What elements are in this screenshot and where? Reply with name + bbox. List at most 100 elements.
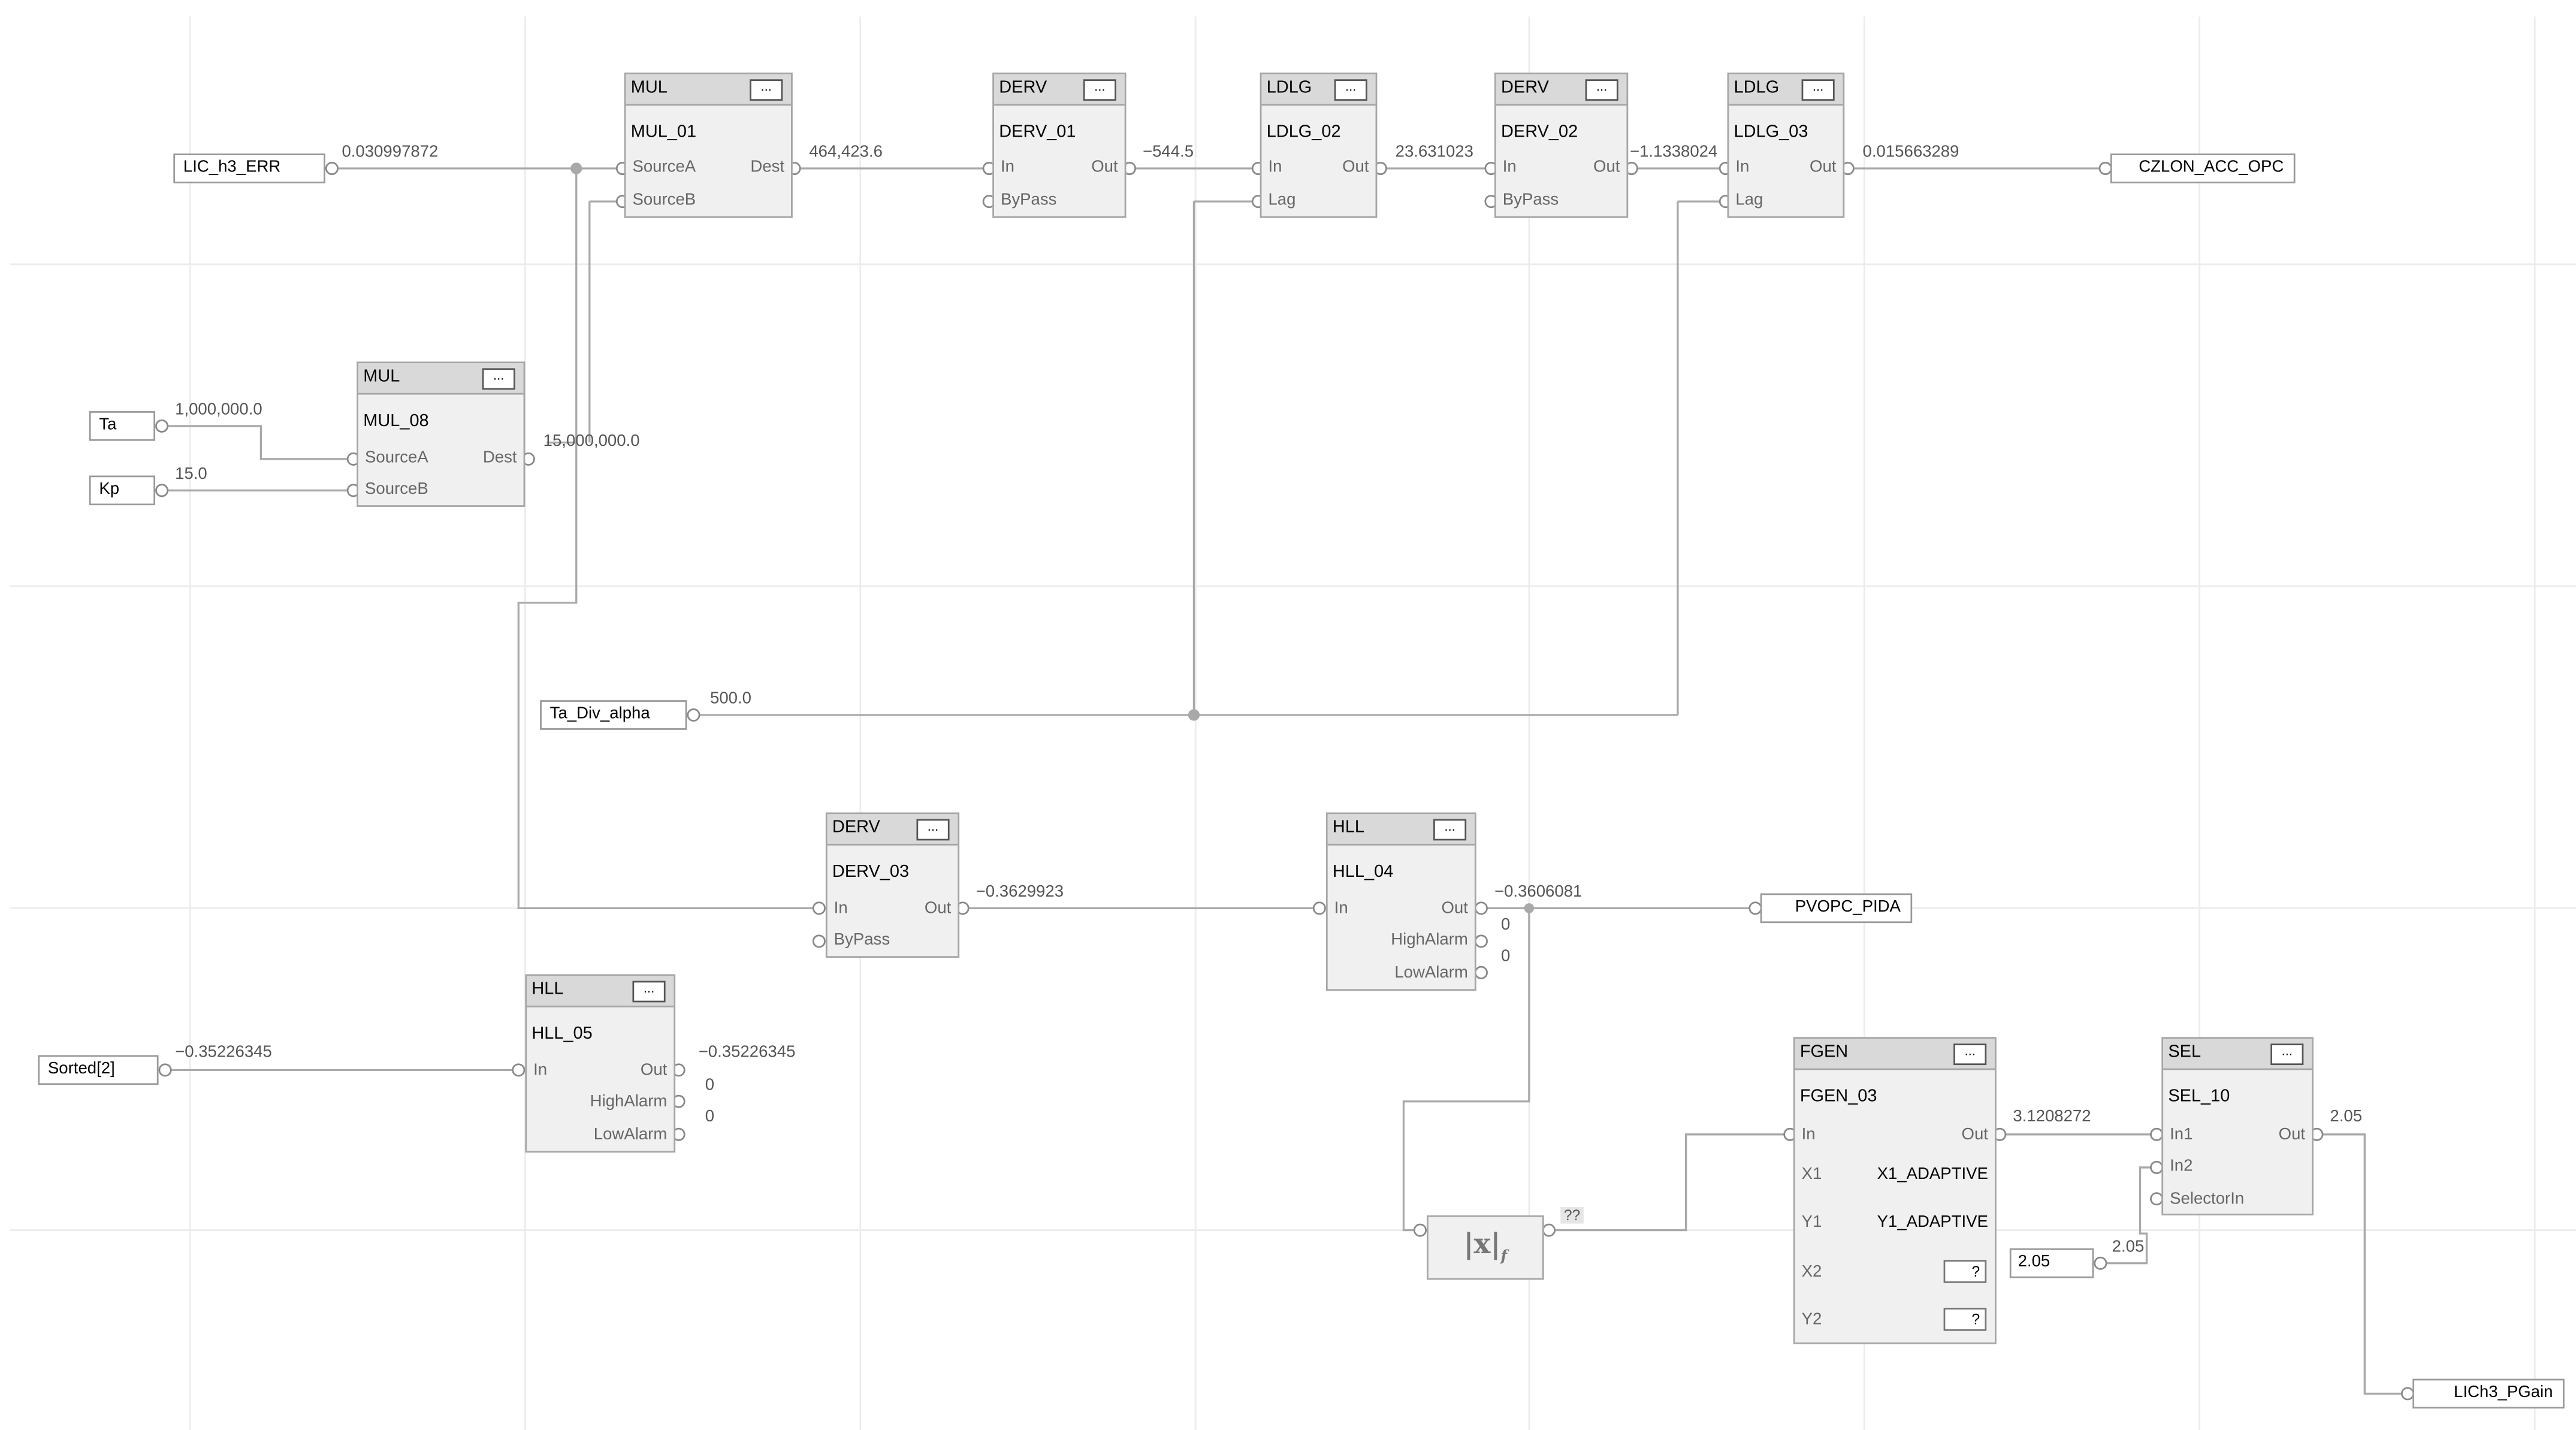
block-derv-02[interactable]: DERV ... DERV_02 In ByPass Out <box>1494 73 1629 218</box>
pin-out[interactable]: Out <box>1593 158 1620 177</box>
block-menu-button[interactable]: ... <box>2270 1043 2304 1066</box>
block-name: DERV_01 <box>999 122 1076 142</box>
pin-bypass[interactable]: ByPass <box>1001 191 1057 210</box>
tag-lich3-pgain[interactable]: LICh3_PGain <box>2412 1378 2565 1409</box>
pin-selector-in[interactable]: SelectorIn <box>2170 1190 2245 1209</box>
value-ta: 1,000,000.0 <box>175 401 262 420</box>
pin-out[interactable]: Out <box>1961 1126 1988 1145</box>
tag-sorted-2[interactable]: Sorted[2] <box>38 1055 159 1085</box>
pin-out[interactable]: Out <box>924 900 952 918</box>
block-derv-01[interactable]: DERV ... DERV_01 In ByPass Out <box>992 73 1127 218</box>
tag-czlon-acc-opc[interactable]: CZLON_ACC_OPC <box>2110 153 2296 183</box>
block-menu-button[interactable]: ... <box>1334 79 1367 101</box>
block-menu-button[interactable]: ... <box>1433 819 1467 841</box>
block-name: DERV_02 <box>1501 122 1578 142</box>
param-value-x1[interactable]: X1_ADAPTIVE <box>1877 1166 1988 1184</box>
param-value-y2[interactable]: ? <box>1943 1308 1987 1331</box>
pin-dest[interactable]: Dest <box>482 449 517 467</box>
pin-dest[interactable]: Dest <box>750 158 785 177</box>
pin-out[interactable]: Out <box>640 1061 668 1080</box>
abs-subscript: f <box>1500 1249 1508 1266</box>
pin-in[interactable]: In <box>1502 158 1517 177</box>
wires <box>162 162 2408 1395</box>
block-hll-04[interactable]: HLL ... HLL_04 In Out HighAlarm LowAlarm <box>1325 812 1476 991</box>
grid <box>10 16 2576 1430</box>
block-name: DERV_03 <box>832 862 910 882</box>
block-menu-button[interactable]: ... <box>750 79 783 101</box>
pin-bypass[interactable]: ByPass <box>833 931 890 950</box>
pin-in[interactable]: In <box>1268 158 1282 177</box>
block-menu-button[interactable]: ... <box>482 368 515 390</box>
pin-in[interactable]: In <box>1735 158 1750 177</box>
block-name: LDLG_03 <box>1734 122 1808 142</box>
param-label-x2: X2 <box>1801 1263 1822 1282</box>
pin-lag[interactable]: Lag <box>1735 191 1763 210</box>
block-type: DERV <box>1501 77 1549 98</box>
block-type: MUL <box>363 366 400 387</box>
pin-out[interactable]: Out <box>1091 158 1118 177</box>
block-abs-function[interactable]: |x|f <box>1427 1215 1544 1280</box>
block-header: LDLG ... <box>1261 74 1376 106</box>
block-header: MUL ... <box>358 363 524 395</box>
tag-lic-h3-err[interactable]: LIC_h3_ERR <box>173 153 325 183</box>
block-header: FGEN ... <box>1795 1039 1995 1070</box>
pin-high-alarm[interactable]: HighAlarm <box>1391 931 1468 950</box>
block-type: HLL <box>531 979 564 999</box>
block-menu-button[interactable]: ... <box>632 981 666 1003</box>
pin-in1[interactable]: In1 <box>2170 1126 2193 1145</box>
block-ldlg-02[interactable]: LDLG ... LDLG_02 In Lag Out <box>1260 73 1378 218</box>
pin-out[interactable]: Out <box>2278 1126 2306 1145</box>
pin-low-alarm[interactable]: LowAlarm <box>593 1126 668 1145</box>
tag-ta[interactable]: Ta <box>89 411 156 441</box>
pin-in[interactable]: In <box>533 1061 548 1080</box>
pin-source-b[interactable]: SourceB <box>632 191 696 210</box>
block-ldlg-03[interactable]: LDLG ... LDLG_03 In Lag Out <box>1727 73 1845 218</box>
block-derv-03[interactable]: DERV ... DERV_03 In ByPass Out <box>825 812 960 958</box>
pin-in[interactable]: In <box>1334 900 1348 918</box>
block-header: DERV ... <box>827 814 958 846</box>
block-menu-button[interactable]: ... <box>916 819 950 841</box>
block-menu-button[interactable]: ... <box>1585 79 1618 101</box>
block-name: HLL_04 <box>1332 862 1394 882</box>
block-mul-01[interactable]: MUL ... MUL_01 SourceA SourceB Dest <box>624 73 793 218</box>
tag-ta-div-alpha[interactable]: Ta_Div_alpha <box>540 700 687 730</box>
pin-source-a[interactable]: SourceA <box>632 158 696 177</box>
constant-2-05[interactable]: 2.05 <box>2009 1248 2094 1278</box>
value-ldlg-03-out: 0.015663289 <box>1862 143 1959 162</box>
param-label-x1: X1 <box>1801 1166 1822 1184</box>
pin-in2[interactable]: In2 <box>2170 1157 2193 1176</box>
block-name: LDLG_02 <box>1266 122 1341 142</box>
pin-lag[interactable]: Lag <box>1268 191 1296 210</box>
pin-source-a[interactable]: SourceA <box>365 449 428 467</box>
tag-kp[interactable]: Kp <box>89 475 156 506</box>
block-name: MUL_01 <box>630 122 697 142</box>
param-value-x2[interactable]: ? <box>1943 1260 1987 1283</box>
pin-high-alarm[interactable]: HighAlarm <box>590 1093 668 1112</box>
value-mul-01-dest: 464,423.6 <box>809 143 883 162</box>
pin-out[interactable]: Out <box>1342 158 1369 177</box>
param-value-y1[interactable]: Y1_ADAPTIVE <box>1877 1214 1988 1232</box>
block-fgen-03[interactable]: FGEN ... FGEN_03 In Out X1 X1_ADAPTIVE Y… <box>1793 1037 1997 1344</box>
block-mul-08[interactable]: MUL ... MUL_08 SourceA SourceB Dest <box>357 361 526 507</box>
block-type: MUL <box>630 77 668 98</box>
block-header: SEL ... <box>2163 1039 2312 1070</box>
block-name: SEL_10 <box>2168 1086 2230 1106</box>
block-header: DERV ... <box>1496 74 1627 106</box>
value-derv-02-out: −1.1338024 <box>1629 143 1718 162</box>
pin-in[interactable]: In <box>1801 1126 1816 1145</box>
pin-out[interactable]: Out <box>1810 158 1837 177</box>
block-menu-button[interactable]: ... <box>1083 79 1116 101</box>
block-type: DERV <box>832 817 880 837</box>
pin-out[interactable]: Out <box>1441 900 1468 918</box>
block-type: FGEN <box>1799 1042 1849 1062</box>
block-menu-button[interactable]: ... <box>1801 79 1835 101</box>
block-sel-10[interactable]: SEL ... SEL_10 In1 In2 SelectorIn Out <box>2161 1037 2314 1215</box>
tag-pvopc-pida[interactable]: PVOPC_PIDA <box>1760 893 1913 924</box>
block-hll-05[interactable]: HLL ... HLL_05 In Out HighAlarm LowAlarm <box>525 974 676 1153</box>
pin-low-alarm[interactable]: LowAlarm <box>1394 964 1468 983</box>
pin-in[interactable]: In <box>1001 158 1015 177</box>
block-menu-button[interactable]: ... <box>1953 1043 1987 1066</box>
pin-source-b[interactable]: SourceB <box>365 480 428 499</box>
pin-bypass[interactable]: ByPass <box>1502 191 1559 210</box>
pin-in[interactable]: In <box>833 900 848 918</box>
